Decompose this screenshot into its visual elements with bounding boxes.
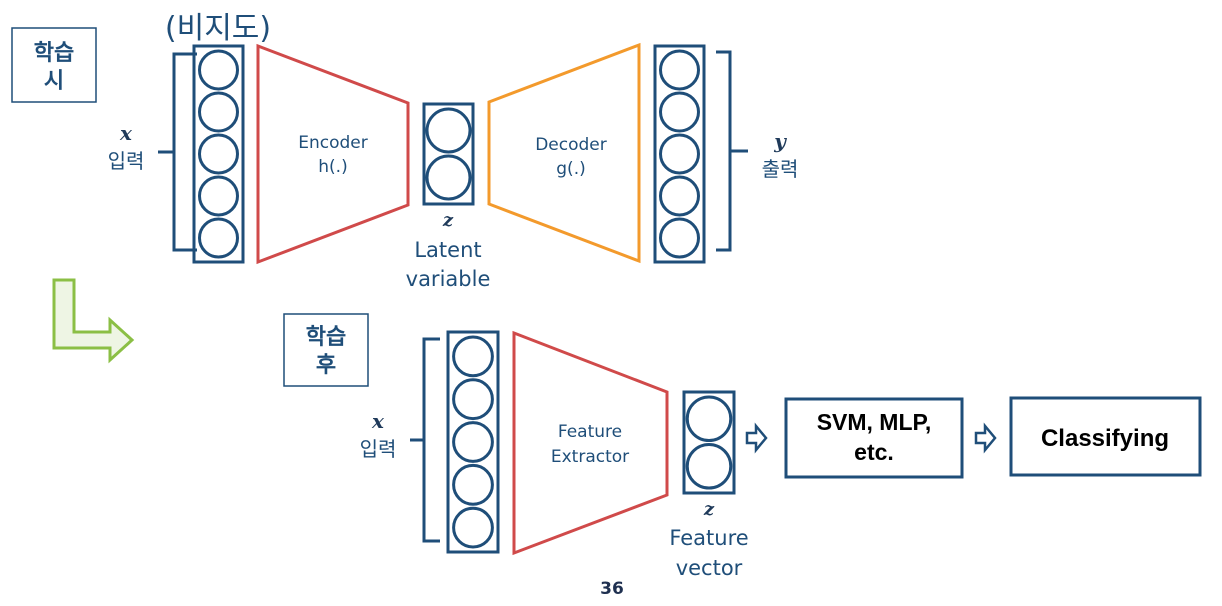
input-label: 입력 [108,149,145,173]
classifier-label-line1: SVM, MLP, [817,409,932,435]
classifier-label-line2: etc. [854,439,894,465]
encoder-trapezoid [256,43,410,265]
extractor-label-line2: Extractor [551,447,629,467]
stage-label-after-line2: 후 [316,353,336,378]
feature-label-line2: vector [676,556,743,580]
classifying-box [1009,396,1202,477]
neuron-node [198,133,239,175]
neuron-node [659,133,700,175]
stage-label-training-line2: 시 [44,69,64,94]
extractor-label-line1: Feature [558,422,622,442]
stage-box-training [11,27,97,103]
classifier-box [784,397,964,479]
output-brace [716,50,748,252]
arrow-right-icon [745,422,768,454]
feature-vector-layer [682,390,736,495]
input-symbol: x [119,121,133,145]
neuron-node [198,175,239,217]
feature-nodes [685,395,733,490]
neuron-node [659,49,700,91]
bottom-input-brace [410,337,440,543]
feature-label-line1: Feature [669,526,748,550]
decoder-trapezoid [487,42,641,264]
encoder-function: h(.) [318,157,347,177]
feature-extractor-trapezoid [512,330,669,556]
page-number: 36 [600,579,624,599]
decoder-function: g(.) [556,159,585,179]
neuron-node [685,443,733,490]
neuron-node [452,463,494,506]
latent-nodes [425,107,472,201]
neuron-node [685,395,733,442]
neuron-node [425,107,472,154]
feature-symbol: z [703,499,715,520]
classifying-label: Classifying [1041,425,1169,452]
stage-box-after-training [283,313,369,387]
bottom-input-symbol: x [371,409,385,433]
neuron-node [659,91,700,133]
neuron-node [425,154,472,201]
input-layer [192,44,245,264]
output-nodes [659,49,700,259]
supervision-label: (비지도) [165,11,271,46]
neuron-node [452,421,494,463]
latent-label-line2: variable [406,267,491,291]
decoder-label: Decoder [535,135,607,155]
input-nodes [198,49,239,259]
latent-symbol: z [442,210,454,231]
stage-label-training-line1: 학습 [34,41,74,66]
neuron-node [198,217,239,259]
neuron-node [659,217,700,259]
arrow-right-icon [974,422,997,454]
transition-arrow-icon [52,278,135,364]
bottom-input-layer [446,330,500,554]
latent-label-line1: Latent [414,238,481,262]
neuron-node [452,506,494,549]
encoder-label: Encoder [298,133,368,153]
bottom-input-nodes [452,335,494,549]
neuron-node [198,91,239,133]
neuron-node [659,175,700,217]
latent-layer [422,102,475,206]
stage-label-after-line1: 학습 [306,325,346,350]
output-layer [653,44,706,264]
input-brace [158,52,197,252]
output-label: 출력 [762,157,799,181]
output-symbol: y [773,129,787,153]
bottom-input-label: 입력 [360,437,397,461]
neuron-node [198,49,239,91]
neuron-node [452,378,494,421]
neuron-node [452,335,494,378]
